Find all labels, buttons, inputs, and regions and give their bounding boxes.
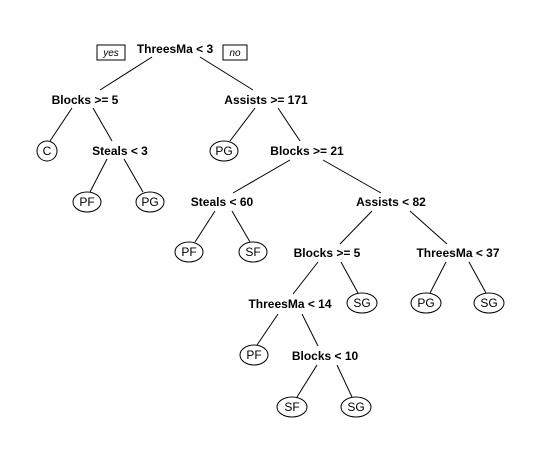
branch-tag-yes-box bbox=[96, 44, 126, 61]
edge-n5-n11 bbox=[123, 158, 144, 193]
leaf-n120-ellipse bbox=[239, 344, 269, 366]
branch-tags: yes no bbox=[96, 44, 248, 61]
split-n121: Blocks < 10 bbox=[292, 349, 359, 363]
leaf-n63: SG bbox=[473, 292, 505, 314]
edge-n31-n63 bbox=[468, 261, 487, 294]
edge-n60-n121 bbox=[301, 313, 319, 347]
leaf-n28-ellipse bbox=[174, 241, 204, 263]
leaf-n11-ellipse bbox=[135, 191, 165, 213]
tree-edges bbox=[49, 56, 487, 398]
leaf-n29: SF bbox=[238, 241, 268, 263]
leaf-n61-ellipse bbox=[346, 292, 378, 314]
leaf-n4: C bbox=[36, 140, 58, 162]
leaf-n4-label: C bbox=[43, 144, 52, 158]
leaf-nodes: C PF PG PG PF SF bbox=[36, 140, 505, 418]
leaf-n243-label: SG bbox=[347, 400, 364, 414]
split-nodes: ThreesMa < 3 Blocks >= 5 Assists >= 171 … bbox=[52, 42, 500, 363]
split-n7: Blocks >= 21 bbox=[270, 144, 344, 158]
leaf-n11: PG bbox=[135, 191, 165, 213]
branch-tag-no: no bbox=[229, 48, 241, 59]
split-n5: Steals < 3 bbox=[92, 144, 148, 158]
edge-n7-n14 bbox=[232, 159, 291, 194]
leaf-n62-ellipse bbox=[410, 292, 442, 314]
split-n2: Blocks >= 5 bbox=[52, 93, 119, 107]
leaf-n63-ellipse bbox=[473, 292, 505, 314]
leaf-n120: PF bbox=[239, 344, 269, 366]
split-n3: Assists >= 171 bbox=[224, 93, 308, 107]
leaf-n28-label: PF bbox=[181, 245, 196, 259]
leaf-n61: SG bbox=[346, 292, 378, 314]
leaf-n120-label: PF bbox=[246, 348, 261, 362]
leaf-n10-ellipse bbox=[72, 191, 102, 213]
leaf-n242-ellipse bbox=[276, 396, 308, 418]
split-root: ThreesMa < 3 bbox=[137, 42, 214, 56]
edge-root-n2 bbox=[99, 56, 153, 91]
edge-n14-n29 bbox=[231, 210, 251, 243]
leaf-n28: PF bbox=[174, 241, 204, 263]
leaf-n10: PF bbox=[72, 191, 102, 213]
split-n31: ThreesMa < 37 bbox=[416, 246, 499, 260]
split-n14: Steals < 60 bbox=[191, 195, 254, 209]
edge-root-n3 bbox=[199, 56, 254, 91]
branch-tag-no-box bbox=[222, 44, 248, 61]
split-n15: Assists < 82 bbox=[356, 195, 426, 209]
leaf-n6: PG bbox=[209, 140, 239, 162]
leaf-n29-ellipse bbox=[238, 241, 268, 263]
branch-tag-yes: yes bbox=[102, 48, 119, 59]
edge-n30-n61 bbox=[340, 261, 359, 294]
edge-n5-n10 bbox=[89, 158, 108, 193]
leaf-n61-label: SG bbox=[353, 296, 370, 310]
leaf-n242: SF bbox=[276, 396, 308, 418]
edge-n3-n7 bbox=[277, 107, 301, 142]
leaf-n62: PG bbox=[410, 292, 442, 314]
leaf-n29-label: SF bbox=[245, 245, 260, 259]
leaf-n243-ellipse bbox=[340, 396, 372, 418]
leaf-n62-label: PG bbox=[417, 296, 434, 310]
leaf-n242-label: SF bbox=[284, 400, 299, 414]
edge-n2-n4 bbox=[49, 107, 73, 142]
edge-n7-n15 bbox=[322, 159, 382, 194]
edge-n30-n60 bbox=[292, 261, 319, 295]
leaf-n6-ellipse bbox=[209, 140, 239, 162]
edge-n14-n28 bbox=[194, 210, 216, 243]
leaf-n243: SG bbox=[340, 396, 372, 418]
split-n60: ThreesMa < 14 bbox=[248, 297, 331, 311]
edge-n60-n120 bbox=[256, 313, 279, 346]
leaf-n11-label: PG bbox=[141, 195, 158, 209]
leaf-n63-label: SG bbox=[480, 296, 497, 310]
leaf-n10-label: PF bbox=[79, 195, 94, 209]
leaf-n6-label: PG bbox=[215, 144, 232, 158]
split-n30: Blocks >= 5 bbox=[294, 246, 361, 260]
edge-n15-n31 bbox=[409, 210, 448, 245]
leaf-n4-ellipse bbox=[36, 140, 58, 162]
edge-n2-n5 bbox=[92, 107, 113, 142]
edge-n3-n6 bbox=[229, 107, 256, 142]
edge-n31-n62 bbox=[429, 261, 447, 294]
edge-n121-n243 bbox=[336, 364, 353, 398]
edge-n121-n242 bbox=[296, 364, 318, 398]
edge-n15-n30 bbox=[339, 210, 373, 245]
